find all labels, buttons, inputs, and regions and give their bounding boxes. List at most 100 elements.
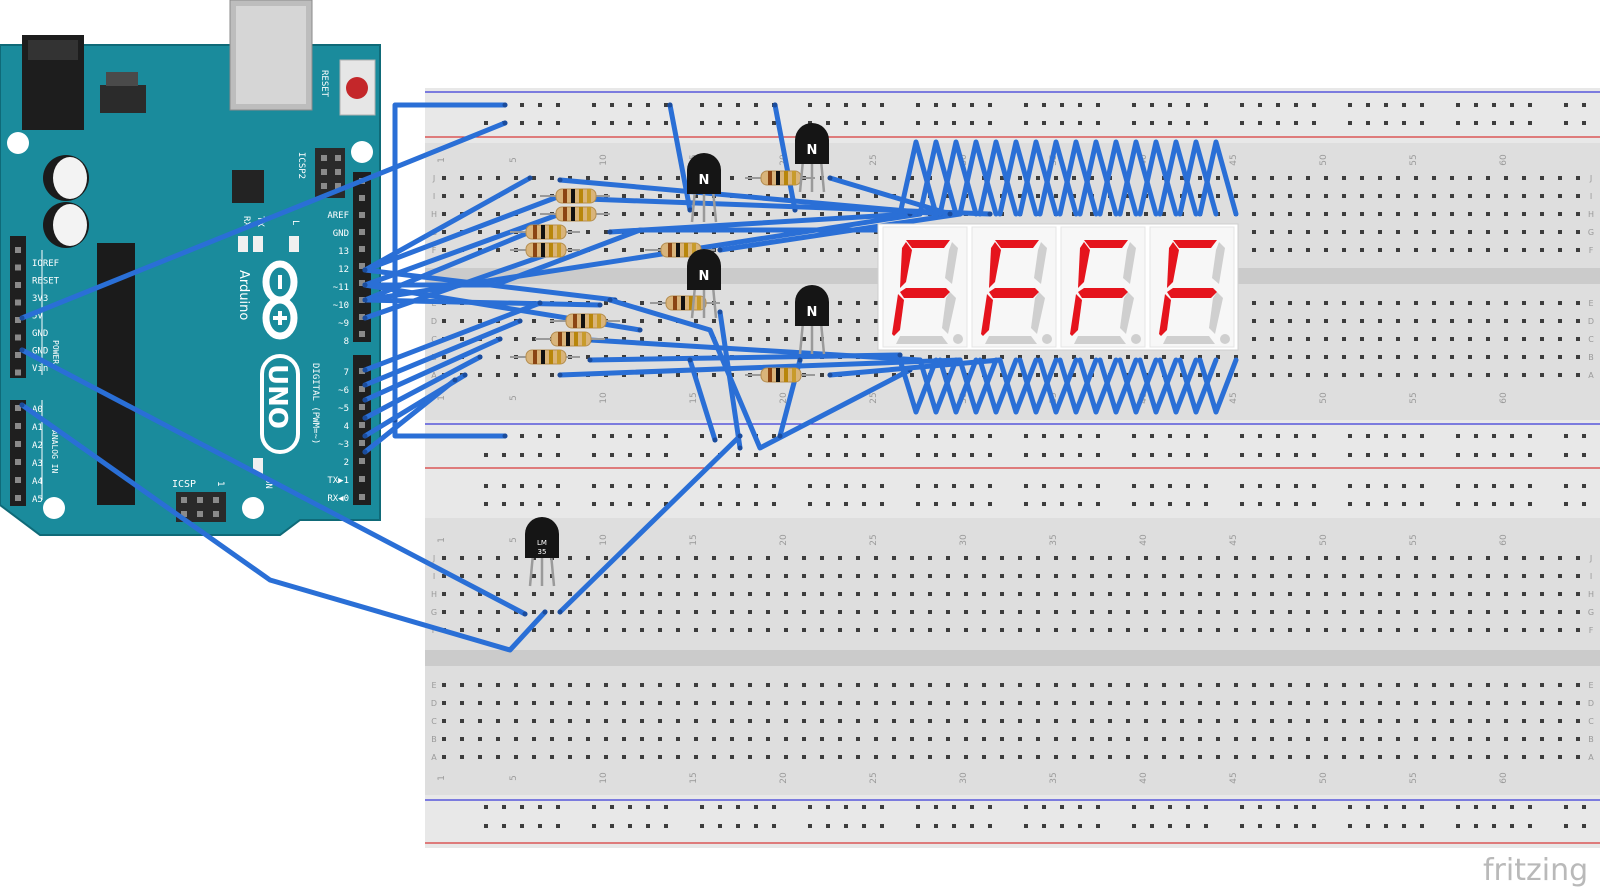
breadboard-hole — [1558, 373, 1562, 377]
breadboard-hole — [1306, 301, 1310, 305]
rail-hole — [1186, 502, 1190, 506]
breadboard-hole — [928, 574, 932, 578]
rail-hole — [646, 453, 650, 457]
breadboard-hole — [514, 719, 518, 723]
breadboard-hole — [1126, 701, 1130, 705]
breadboard-hole — [640, 176, 644, 180]
analog-label: ANALOG IN — [50, 430, 59, 474]
rail-hole — [1402, 502, 1406, 506]
rail-hole — [1312, 121, 1316, 125]
breadboard-hole — [1396, 755, 1400, 759]
rail-hole — [718, 434, 722, 438]
breadboard-hole — [766, 701, 770, 705]
rail-hole — [736, 121, 740, 125]
breadboard-hole — [820, 755, 824, 759]
breadboard-hole — [1144, 737, 1148, 741]
rail-hole — [1150, 805, 1154, 809]
column-number: 15 — [689, 392, 699, 403]
breadboard-hole — [1450, 337, 1454, 341]
breadboard-hole — [1180, 610, 1184, 614]
breadboard-hole — [964, 574, 968, 578]
wire-end — [522, 611, 528, 617]
rail-hole — [988, 502, 992, 506]
rail-hole — [1096, 453, 1100, 457]
rail-hole — [1024, 103, 1028, 107]
breadboard-hole — [766, 556, 770, 560]
breadboard-hole — [1108, 556, 1112, 560]
breadboard-hole — [478, 610, 482, 614]
rail-hole — [1456, 121, 1460, 125]
column-number: 1 — [437, 775, 447, 781]
breadboard-hole — [1396, 319, 1400, 323]
digital-pin-label: AREF — [327, 211, 349, 221]
breadboard-hole — [1270, 719, 1274, 723]
display-decimal-point — [1220, 334, 1230, 344]
breadboard-hole — [1252, 248, 1256, 252]
jumper-wire — [687, 357, 718, 443]
rail-hole — [844, 484, 848, 488]
breadboard-hole — [1036, 574, 1040, 578]
breadboard-hole — [442, 592, 446, 596]
wire-end — [797, 357, 803, 363]
breadboard-hole — [514, 755, 518, 759]
rail-hole — [646, 103, 650, 107]
rail-hole — [1402, 805, 1406, 809]
breadboard-hole — [442, 719, 446, 723]
breadboard-hole — [1522, 574, 1526, 578]
rail-hole — [1258, 805, 1262, 809]
display-segment-c — [942, 292, 956, 334]
breadboard-hole — [784, 574, 788, 578]
breadboard-hole — [1576, 683, 1580, 687]
rail-hole — [988, 805, 992, 809]
header-pin — [15, 495, 21, 501]
breadboard-hole — [1486, 701, 1490, 705]
breadboard-hole — [676, 683, 680, 687]
rail-hole — [1240, 824, 1244, 828]
rail-hole — [484, 824, 488, 828]
breadboard-hole — [1324, 737, 1328, 741]
rail-hole — [1168, 453, 1172, 457]
breadboard-hole — [1576, 230, 1580, 234]
breadboard-hole — [442, 610, 446, 614]
rail-hole — [1150, 824, 1154, 828]
display-segment-f — [989, 242, 1001, 288]
row-letter: D — [431, 699, 437, 708]
breadboard-hole — [1162, 574, 1166, 578]
breadboard-hole — [514, 683, 518, 687]
breadboard-hole — [1522, 212, 1526, 216]
breadboard-hole — [1306, 610, 1310, 614]
rail-hole — [808, 484, 812, 488]
breadboard-hole — [1270, 737, 1274, 741]
breadboard-hole — [1378, 248, 1382, 252]
rail-hole — [1420, 434, 1424, 438]
column-number: 45 — [1229, 392, 1239, 403]
jumper-wire — [362, 377, 458, 455]
wire-end — [717, 309, 723, 315]
breadboard-hole — [748, 610, 752, 614]
breadboard-hole — [1324, 319, 1328, 323]
display-wire — [1077, 357, 1119, 415]
rail-hole — [1348, 484, 1352, 488]
rail-hole — [1492, 805, 1496, 809]
breadboard-hole — [1180, 556, 1184, 560]
breadboard-hole — [460, 194, 464, 198]
breadboard-hole — [946, 194, 950, 198]
breadboard-hole — [622, 755, 626, 759]
breadboard-hole — [1180, 628, 1184, 632]
breadboard-hole — [658, 737, 662, 741]
breadboard-hole — [1234, 194, 1238, 198]
header-pin — [15, 334, 21, 341]
rail-hole — [736, 824, 740, 828]
breadboard-hole — [1468, 301, 1472, 305]
display-wire — [1197, 139, 1239, 217]
breadboard-hole — [1558, 176, 1562, 180]
rail-hole — [916, 434, 920, 438]
breadboard-hole — [1198, 373, 1202, 377]
breadboard-hole — [1324, 556, 1328, 560]
display-segment-e — [981, 294, 993, 336]
rail-hole — [538, 434, 542, 438]
rail-hole — [1276, 434, 1280, 438]
rail-hole — [1564, 824, 1568, 828]
breadboard-hole — [856, 212, 860, 216]
breadboard-hole — [1360, 719, 1364, 723]
